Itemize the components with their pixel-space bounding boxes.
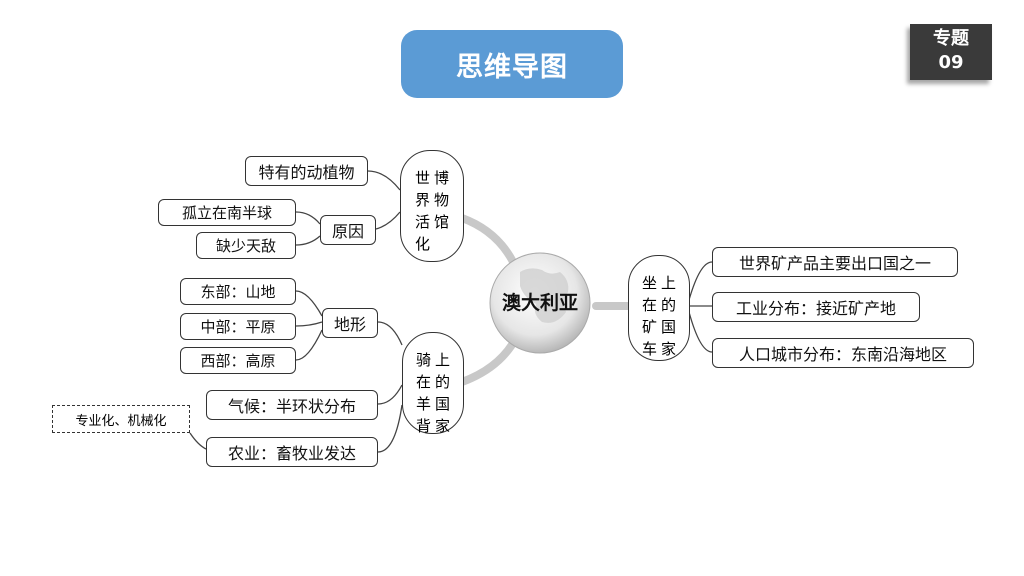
b2-char: 背 [415,417,431,435]
b2-char: 家 [435,417,451,435]
b2-char: 国 [435,395,451,413]
endemic-species-node: 特有的动植物 [245,156,368,186]
topic-badge: 专题 09 [910,24,992,80]
badge-line1: 专题 [933,28,969,49]
industry-distribution-node: 工业分布：接近矿产地 [712,292,920,322]
agriculture-note: 专业化、机械化 [52,405,190,433]
continent-shape [520,268,569,323]
b1-char: 界 [414,191,430,209]
climate-node: 气候：半环状分布 [206,390,378,420]
reason-node: 原因 [320,215,376,245]
b1-char: 馆 [434,213,450,231]
branch1-label: 世 界 活 化 博 物 馆 [400,150,464,262]
b2-char: 骑 [415,351,431,369]
reason-isolated-node: 孤立在南半球 [158,199,296,226]
badge-line2: 09 [938,52,964,73]
branch2-label: 骑 在 羊 背 上 的 国 家 [402,332,464,435]
b3-char: 国 [661,318,677,336]
reason-no-predators-node: 缺少天敌 [196,232,296,259]
terrain-central-node: 中部：平原 [180,313,296,340]
agriculture-node: 农业：畜牧业发达 [206,437,378,467]
b2-char: 的 [435,373,451,391]
b3-char: 家 [661,340,677,358]
terrain-west-node: 西部：高原 [180,347,296,374]
b1-char: 化 [414,235,430,253]
b2-char: 羊 [415,395,431,413]
branch3-label: 坐 在 矿 车 上 的 国 家 [628,255,690,361]
b2-char: 在 [415,373,431,391]
center-topic: 澳大利亚 [501,292,578,314]
b3-char: 在 [641,296,657,314]
b2-char: 上 [435,351,451,369]
b3-char: 矿 [641,318,657,336]
population-distribution-node: 人口城市分布：东南沿海地区 [712,338,974,368]
b1-char: 物 [434,191,450,209]
branch2-connector [458,334,520,386]
b3-char: 上 [661,274,677,292]
b1-char: 世 [414,169,430,187]
branch1-connector [458,214,520,272]
b1-char: 活 [414,213,430,231]
terrain-node: 地形 [322,308,378,338]
page-title: 思维导图 [401,30,623,98]
mineral-export-node: 世界矿产品主要出口国之一 [712,247,958,277]
terrain-east-node: 东部：山地 [180,278,296,305]
b3-char: 坐 [641,274,657,292]
b3-char: 的 [661,296,677,314]
b1-char: 博 [434,169,450,187]
b3-char: 车 [641,340,657,358]
